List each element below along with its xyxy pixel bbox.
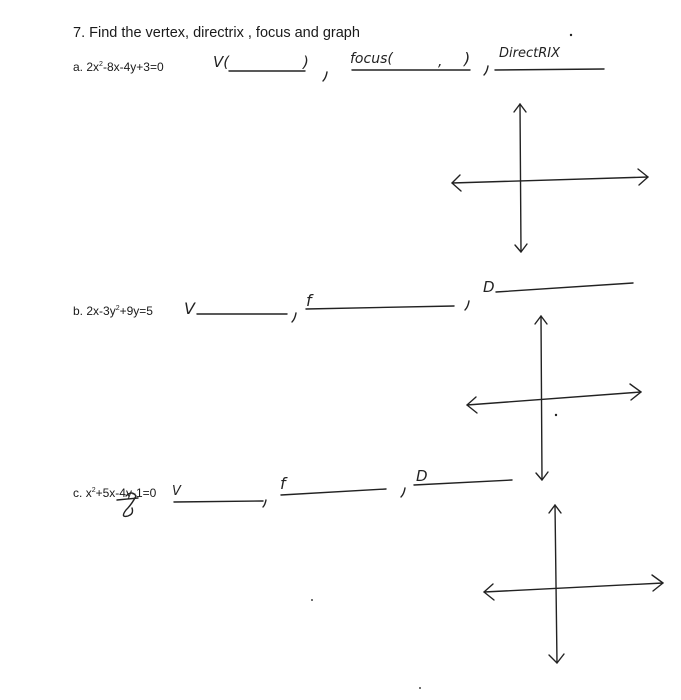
axes-a-down-arrow	[514, 243, 528, 253]
axes-c-left-arrow	[483, 583, 495, 601]
axes-a-right-arrow	[637, 168, 649, 186]
axes-b-left-arrow	[466, 396, 478, 414]
hw-c-vertex-label: V	[172, 484, 182, 499]
speck-2	[419, 687, 421, 689]
axes-c-down-arrow	[548, 653, 565, 664]
equation-b-term1: 2x-3y	[86, 304, 116, 318]
hw-c-directrix-label: D	[416, 467, 428, 485]
hw-b-comma-1	[291, 312, 297, 323]
hw-b-vertex-label: V	[184, 299, 196, 318]
axes-b-dot	[554, 413, 558, 417]
hw-a-directrix-blank	[494, 68, 605, 71]
hw-b-comma-2	[464, 300, 470, 311]
question-title: 7. Find the vertex, directrix , focus an…	[73, 25, 360, 41]
axes-a-up-arrow	[513, 103, 527, 113]
hw-c-directrix-blank	[413, 479, 513, 486]
speck-1	[311, 599, 313, 601]
hw-c-vertex-blank	[173, 500, 264, 503]
axes-c	[483, 504, 664, 664]
hw-b-directrix-blank	[495, 282, 634, 293]
axes-c-y-axis	[554, 504, 558, 664]
axes-b-right-arrow	[629, 383, 642, 401]
hw-a-directrix-label: DirectRIX	[499, 46, 561, 61]
hw-a-vertex-close: )	[302, 53, 309, 71]
hw-a-focus-label: focus(	[350, 51, 393, 67]
equation-b-label: b.	[73, 304, 84, 318]
equation-c-term1: x	[85, 486, 92, 500]
axes-c-up-arrow	[548, 504, 562, 514]
axes-a	[451, 103, 649, 253]
equation-c-exponent: 2	[91, 487, 96, 494]
axes-a-x-axis	[451, 176, 649, 184]
axes-a-y-axis	[519, 103, 522, 253]
hw-a-focus-close: )	[463, 49, 470, 68]
equation-b-exponent: 2	[115, 305, 120, 312]
axes-c-x-axis	[483, 582, 664, 593]
equation-a-exponent: 2	[99, 61, 103, 68]
equation-c-term2: +5x-4y-1=0	[95, 486, 157, 500]
axes-b-down-arrow	[535, 471, 549, 481]
hw-b-focus-blank	[305, 305, 455, 310]
hw-a-comma-2	[483, 65, 489, 76]
equation-b: b. 2x-3y2+9y=5	[73, 304, 153, 318]
axes-b	[466, 315, 642, 481]
hw-c-focus-label: f	[280, 474, 288, 493]
equation-b-term2: +9y=5	[119, 304, 153, 318]
axes-b-y-axis	[540, 315, 543, 481]
equation-a-label: a.	[73, 60, 84, 74]
hw-c-focus-blank	[280, 488, 387, 496]
axes-b-x-axis	[466, 391, 642, 406]
equation-c: c. x2+5x-4y-1=0	[73, 486, 156, 500]
hw-b-focus-label: f	[306, 291, 314, 310]
equation-c-label: c.	[73, 486, 83, 500]
hw-c-comma-1	[262, 499, 267, 508]
axes-c-right-arrow	[651, 574, 664, 592]
hw-a-vertex-label: V(	[213, 53, 230, 71]
axes-b-up-arrow	[534, 315, 548, 325]
hw-a-dot	[569, 33, 573, 37]
equation-a-term2: -8x-4y+3=0	[102, 60, 164, 74]
hw-b-directrix-label: D	[483, 278, 495, 296]
axes-a-left-arrow	[451, 174, 462, 192]
equation-a: a. 2x2-8x-4y+3=0	[73, 60, 164, 74]
equation-a-term1: 2x	[86, 60, 100, 74]
hw-c-comma-2	[400, 487, 406, 498]
hw-a-focus-comma: ,	[438, 54, 442, 70]
hw-a-comma-1	[322, 71, 328, 82]
